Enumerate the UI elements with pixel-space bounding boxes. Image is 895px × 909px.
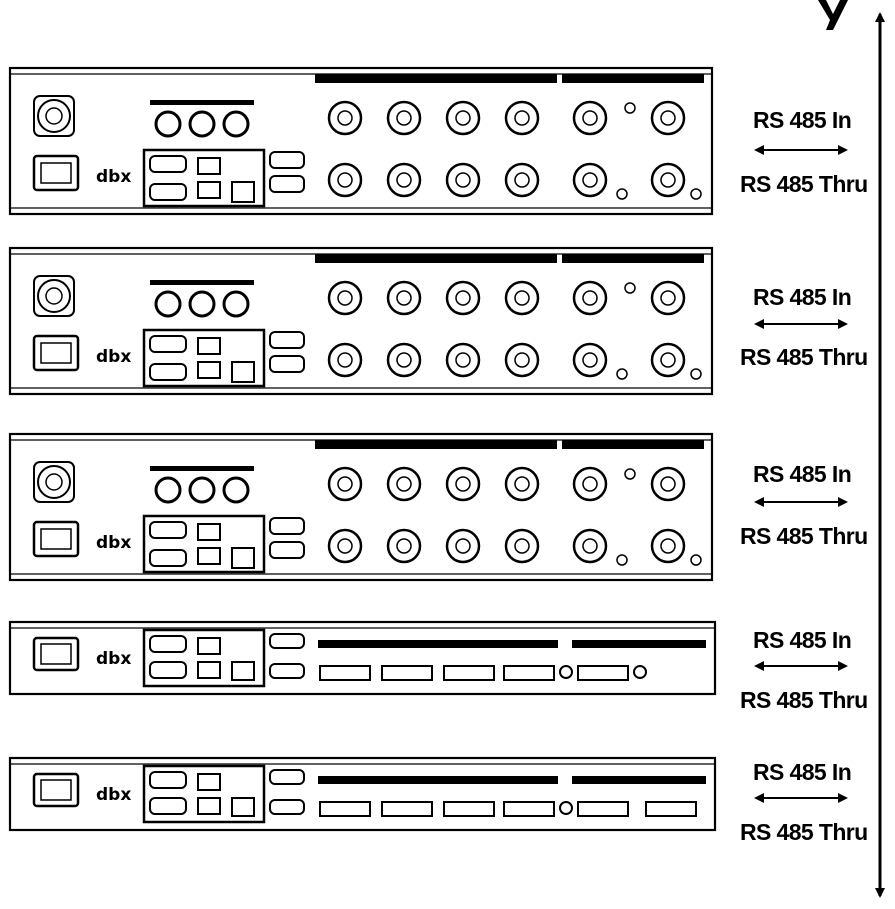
- rs485-label-group-4: RS 485 In RS 485 Thru: [740, 627, 868, 713]
- rs485-in-label: RS 485 In: [753, 627, 851, 653]
- brand-logo-text: dbx: [96, 533, 131, 553]
- rs485-thru-label: RS 485 Thru: [740, 171, 868, 197]
- rs485-thru-label: RS 485 Thru: [740, 523, 868, 549]
- brand-logo-text: dbx: [96, 649, 131, 669]
- rack-unit-2u: dbx: [10, 68, 712, 214]
- rs485-in-label: RS 485 In: [753, 284, 851, 310]
- rs485-label-group-5: RS 485 In RS 485 Thru: [740, 759, 868, 845]
- rs485-label-group-1: RS 485 In RS 485 Thru: [740, 107, 868, 197]
- brand-logo-text: dbx: [96, 785, 131, 805]
- rack-unit-1u: dbx: [10, 622, 715, 694]
- rs485-in-label: RS 485 In: [753, 759, 851, 785]
- rs485-thru-label: RS 485 Thru: [740, 344, 868, 370]
- rack-unit-2u: dbx: [10, 434, 712, 580]
- rs485-thru-label: RS 485 Thru: [740, 687, 868, 713]
- rs485-label-group-2: RS 485 In RS 485 Thru: [740, 284, 868, 370]
- rs485-label-group-3: RS 485 In RS 485 Thru: [740, 461, 868, 549]
- brand-logo-text: dbx: [96, 347, 131, 367]
- rack-unit-2u: dbx: [10, 248, 712, 394]
- rs485-thru-label: RS 485 Thru: [740, 819, 868, 845]
- cropped-title-fragment: [818, 0, 848, 30]
- rs485-in-label: RS 485 In: [753, 107, 851, 133]
- rack-unit-1u: dbx: [10, 758, 715, 830]
- brand-logo-text: dbx: [96, 167, 131, 187]
- rs485-in-label: RS 485 In: [753, 461, 851, 487]
